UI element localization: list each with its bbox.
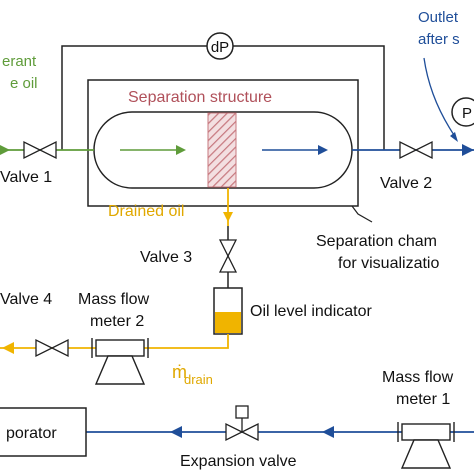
return-arrow-2: [170, 426, 182, 438]
valve-2: [399, 140, 418, 160]
drain-outlet-pipe: [0, 334, 229, 349]
pressure-label: P: [462, 105, 472, 122]
mass-flow-meter-1: [401, 423, 451, 441]
valve-4: [35, 338, 54, 358]
chamber-label-line1: Separation cham: [316, 233, 437, 250]
valve-1-right: [38, 140, 57, 160]
chamber-leader: [351, 205, 373, 223]
expansion-valve-right: [240, 422, 259, 442]
outflow-arrow-head: [318, 145, 328, 155]
expansion-valve-label: Expansion valve: [180, 453, 297, 470]
dp-label: dP: [211, 39, 229, 56]
valve-1-label: Valve 1: [0, 169, 52, 186]
evaporator: [0, 407, 87, 457]
outlet-label-line1: Outlet: [418, 9, 459, 26]
drain-outlet-arrow: [2, 342, 14, 354]
evaporator-label: porator: [6, 425, 57, 442]
separation-chamber-box: [87, 79, 359, 207]
mass-flow-meter-2-base: [94, 355, 146, 385]
return-arrow-1: [322, 426, 334, 438]
inlet-label-line2: e oil: [10, 75, 38, 92]
drain-arrow-head: [223, 212, 233, 222]
mdrain-symbol: ṁ: [172, 362, 187, 382]
mass-flow-1-label-line1: Mass flow: [382, 369, 454, 386]
outlet-arrow: [423, 57, 457, 139]
mass-flow-meter-1-base: [400, 439, 452, 469]
mass-flow-2-label-line1: Mass flow: [78, 291, 150, 308]
inlet-label-line1: erant: [2, 53, 37, 70]
outlet-pipe-arrow: [462, 144, 474, 156]
drained-oil-label: Drained oil: [108, 203, 184, 220]
mass-flow-meter-2: [95, 339, 145, 357]
outlet-arrow-head: [450, 132, 458, 142]
valve-3-bottom: [218, 254, 238, 273]
mass-flow-1-label-line2: meter 1: [396, 391, 450, 408]
mass-flow-2-label-line2: meter 2: [90, 313, 144, 330]
outlet-label-line2: after s: [418, 31, 460, 48]
valve-2-label: Valve 2: [380, 175, 432, 192]
expansion-valve: [225, 422, 244, 442]
pressure-gauge: [451, 97, 474, 127]
oil-level-label: Oil level indicator: [250, 303, 373, 320]
inlet-pipe-arrow: [0, 145, 10, 155]
inflow-arrow-head: [176, 145, 186, 155]
valve-1: [23, 140, 42, 160]
separation-structure-label: Separation structure: [128, 89, 272, 106]
valve-3-label: Valve 3: [140, 249, 192, 266]
mdrain-subscript: drain: [184, 372, 213, 387]
valve-2-right: [414, 140, 433, 160]
valve-4-right: [50, 338, 69, 358]
valve-3: [218, 239, 238, 258]
separation-structure: [207, 112, 237, 188]
valve-4-label: Valve 4: [0, 291, 52, 308]
expansion-valve-actuator: [235, 405, 249, 419]
dp-gauge: [206, 32, 234, 60]
chamber-label-line2: for visualizatio: [338, 255, 439, 272]
oil-level-fill: [215, 312, 241, 333]
